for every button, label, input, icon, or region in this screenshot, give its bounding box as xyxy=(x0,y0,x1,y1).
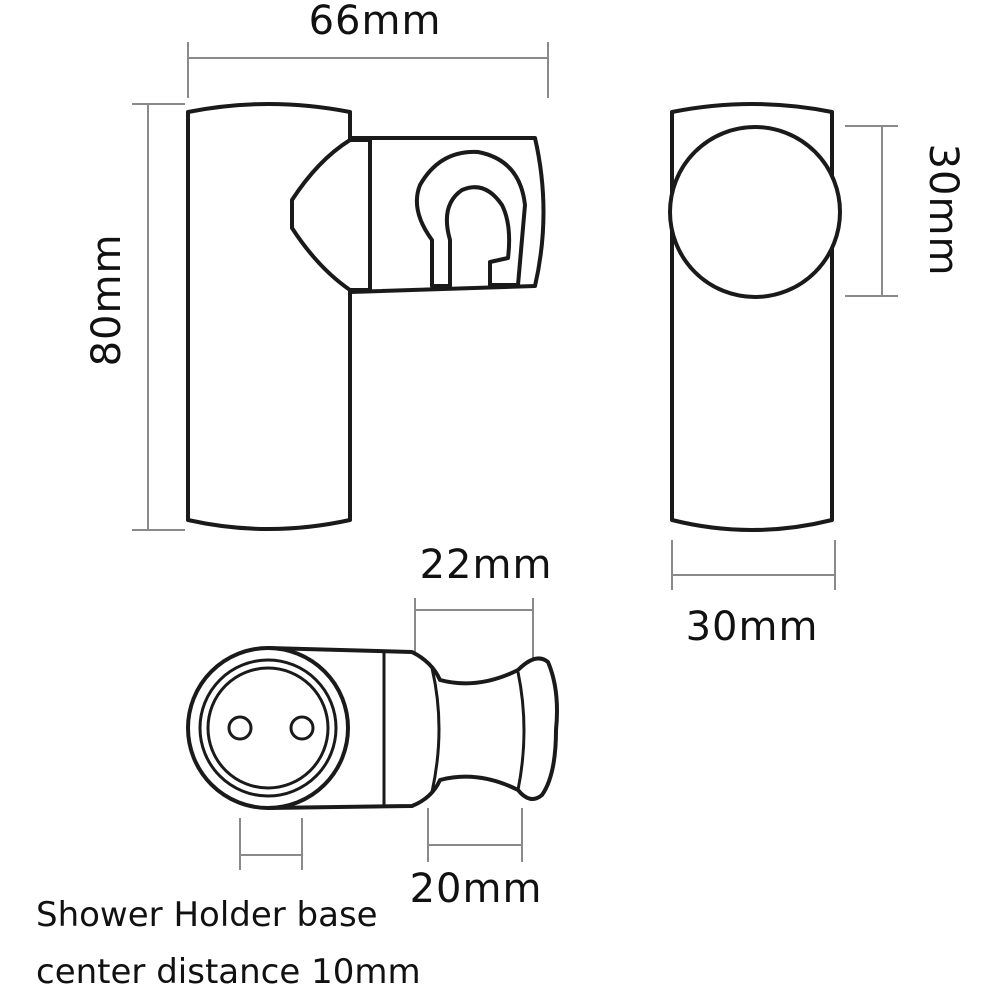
screw-hole-right xyxy=(289,715,315,741)
dimension-knob-30mm xyxy=(845,125,898,297)
top-view: 22mm 20mm xyxy=(186,542,559,912)
height-total-label: 80mm xyxy=(84,234,130,367)
screw-hole-left xyxy=(227,715,253,741)
dimension-body-30mm xyxy=(671,540,836,590)
dimension-80mm xyxy=(132,103,185,531)
dimension-22mm xyxy=(414,598,534,660)
width-total-label: 66mm xyxy=(309,0,442,44)
body-width-label: 30mm xyxy=(686,604,819,650)
caption-line-1: Shower Holder base xyxy=(36,895,378,935)
side-hook xyxy=(415,149,527,288)
caption-line-2: center distance 10mm xyxy=(36,952,421,992)
back-view: 30mm 30mm xyxy=(668,102,966,650)
side-cone xyxy=(290,138,372,292)
dimension-center-distance xyxy=(239,818,303,870)
top-body xyxy=(266,646,559,810)
base-outer-ring xyxy=(186,646,350,810)
dimension-66mm xyxy=(187,42,549,98)
knob-circle xyxy=(668,125,842,299)
dimension-20mm xyxy=(427,808,523,862)
knob-diameter-label: 30mm xyxy=(920,144,966,277)
side-view: 66mm 80mm xyxy=(84,0,549,531)
cradle-width-label: 22mm xyxy=(420,542,553,588)
neck-width-label: 20mm xyxy=(410,866,543,912)
